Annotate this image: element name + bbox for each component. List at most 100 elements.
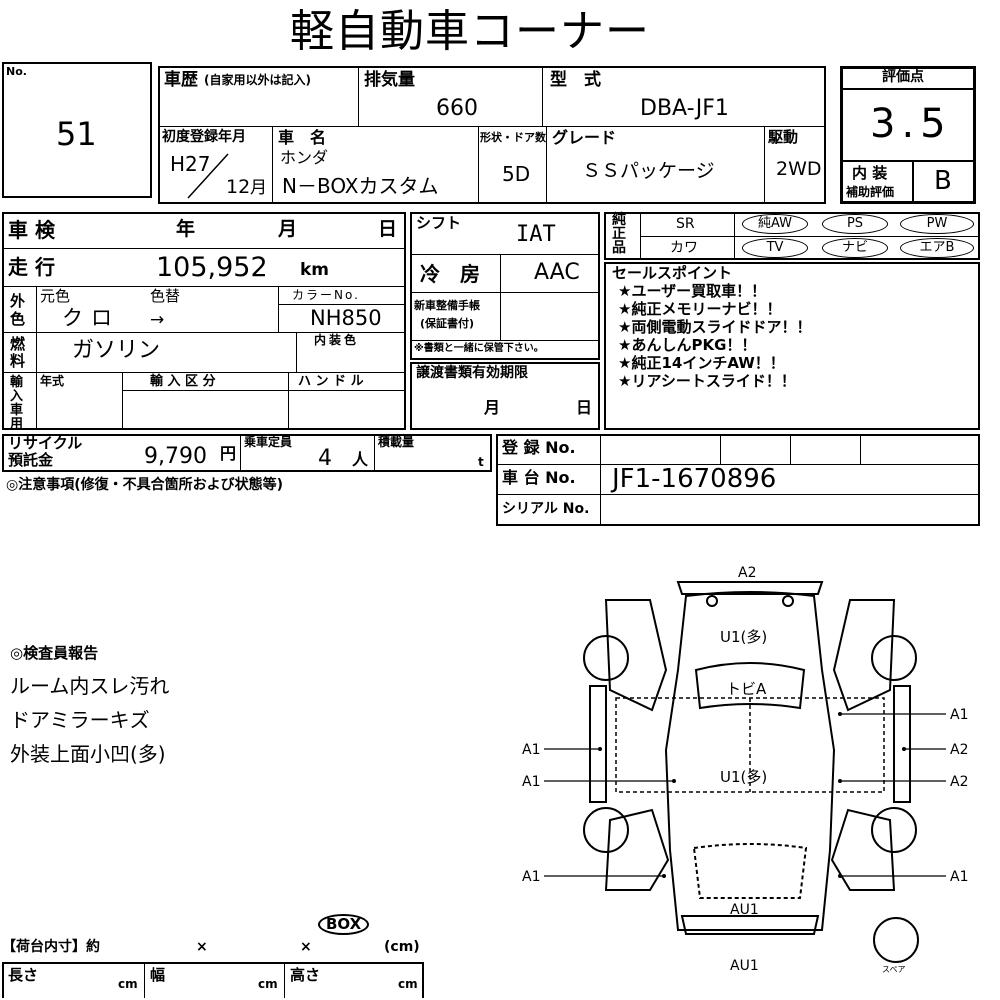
rating-box	[840, 66, 976, 204]
caution-label: ◎注意事項(修復・不具合箇所および状態等)	[6, 477, 284, 493]
import-label: 輸入車用	[10, 375, 24, 432]
diagram-callout-right: A2	[950, 774, 968, 790]
details-block	[2, 212, 406, 430]
car-damage-diagram: A2 U1(多) トビA U1(多) AU1 AU1 スペア A1 A1 A1 …	[522, 565, 968, 974]
diagram-roof-front-label: U1(多)	[720, 628, 767, 646]
drive-label: 駆動	[768, 128, 799, 146]
transfer-label: 譲渡書類有効期限	[416, 365, 528, 381]
displacement-label: 排気量	[364, 70, 415, 90]
capacity-unit: 人	[352, 450, 369, 469]
sales-points-block	[604, 262, 980, 430]
diagram-callout-left: A1	[522, 774, 540, 790]
color-code-label: カラーNo.	[292, 288, 360, 302]
diagram-callout-right: A2	[950, 742, 968, 758]
equipment-sr: SR	[676, 216, 695, 232]
warranty-label-1: 新車整備手帳	[414, 299, 480, 312]
displacement-value: 660	[436, 96, 478, 121]
equipment-badge-tv: TV	[742, 238, 808, 258]
diagram-callout-right: A1	[950, 707, 968, 723]
recycle-label-2: 預託金	[8, 451, 54, 469]
shift-aircon-block	[410, 212, 600, 360]
cargo-times-1: ×	[196, 939, 208, 955]
interior-label-2: 補助評価	[846, 185, 895, 199]
handle-label: ハ ン ド ル	[298, 374, 364, 389]
registration-month: 12	[226, 176, 251, 198]
warranty-note: ※書類と一緒に保管下さい。	[414, 343, 544, 354]
registration-label: 初度登録年月	[162, 129, 246, 145]
mileage-value: 105,952	[156, 252, 268, 283]
sales-point: ★リアシートスライド！！	[618, 372, 796, 390]
inspector-line: 外装上面小凹(多)	[10, 742, 166, 766]
diagram-callout-left: A1	[522, 742, 540, 758]
registration-month-unit: 月	[250, 178, 267, 198]
registration-slash	[187, 153, 229, 199]
equipment-badge-power-steering: PS	[822, 214, 888, 234]
inspection-month: 月	[278, 218, 298, 240]
car-name-label: 車 名	[278, 128, 327, 147]
equipment-label: 純 正 品	[612, 213, 628, 255]
rating-label: 評価点	[882, 69, 924, 85]
original-color-value: クロ	[62, 306, 120, 330]
equipment-label-char: 品	[612, 240, 626, 256]
car-name-value: N－BOXカスタム	[282, 174, 439, 198]
fuel-value: ガソリン	[72, 338, 161, 363]
load-unit: t	[478, 455, 484, 469]
equipment-kawa: カワ	[670, 240, 698, 256]
transfer-block	[410, 362, 600, 430]
transfer-month: 月	[484, 398, 501, 417]
sales-point: ★両側電動スライドドア！！	[618, 318, 812, 336]
capacity-label: 乗車定員	[244, 435, 293, 449]
exterior-color-label: 外色	[10, 292, 26, 328]
diagram-rear-bumper-label: AU1	[730, 958, 759, 974]
equipment-badge-power-window: PW	[900, 214, 974, 234]
sales-point: ★純正14インチAW！！	[618, 354, 785, 372]
equipment-label-char: 正	[612, 226, 626, 242]
cargo-width-unit: cm	[258, 977, 278, 991]
history-label: 車歴	[164, 70, 198, 90]
car-maker: ホンダ	[280, 148, 329, 167]
equipment-badge-alloy-wheel: 純AW	[742, 214, 808, 234]
chassis-label: 車 台 No.	[502, 468, 576, 487]
equipment-label-char: 純	[612, 212, 626, 228]
fuel-label: 燃料	[10, 335, 26, 370]
doors-label: 形状・ドア数	[480, 131, 546, 144]
registration-block	[496, 434, 980, 526]
import-year-label: 年式	[40, 374, 65, 388]
page-title: 軽自動車コーナー	[290, 6, 650, 57]
cargo-box-badge: BOX	[318, 914, 370, 935]
sales-point: ★ユーザー買取車！！	[618, 282, 767, 300]
diagram-spare-label: スペア	[882, 965, 905, 974]
recycle-unit: 円	[220, 444, 237, 463]
recycle-block	[2, 434, 492, 472]
cargo-height-unit: cm	[398, 977, 418, 991]
diagram-front-label: A2	[738, 565, 756, 581]
sales-point: ★純正メモリーナビ！！	[618, 300, 782, 318]
interior-label-1: 内 装	[852, 164, 888, 182]
color-change-label: 色替	[150, 287, 181, 305]
color-change-value: →	[150, 310, 165, 330]
model-value: DBA-JF1	[640, 96, 729, 121]
reg-no-label: 登 録 No.	[502, 438, 576, 457]
cargo-width-label: 幅	[150, 966, 166, 984]
import-class-label: 輸 入 区 分	[150, 374, 216, 389]
original-color-label: 元色	[40, 287, 71, 305]
mileage-label: 走 行	[8, 255, 55, 279]
aircon-label: 冷 房	[420, 262, 480, 286]
inspection-label: 車 検	[8, 218, 55, 242]
shift-label: シフト	[416, 214, 462, 232]
sales-point: ★あんしんPKG！！	[618, 336, 757, 354]
recycle-label-1: リサイクル	[8, 434, 83, 452]
inspector-line: ドアミラーキズ	[10, 708, 150, 732]
load-label: 積載量	[378, 435, 415, 449]
registration-era-year: H27	[170, 152, 211, 176]
diagram-callout-right: A1	[950, 869, 968, 885]
recycle-value: 9,790	[144, 444, 207, 469]
lot-box	[2, 62, 152, 198]
cargo-times-2: ×	[300, 939, 312, 955]
rating-value: 3.5	[870, 101, 952, 147]
diagram-rear-inner-label: AU1	[730, 902, 759, 918]
equipment-badge-airbag: エアB	[900, 238, 974, 258]
lot-number: 51	[56, 115, 97, 153]
interior-value: B	[934, 166, 952, 196]
lot-no-label: No.	[6, 65, 27, 78]
